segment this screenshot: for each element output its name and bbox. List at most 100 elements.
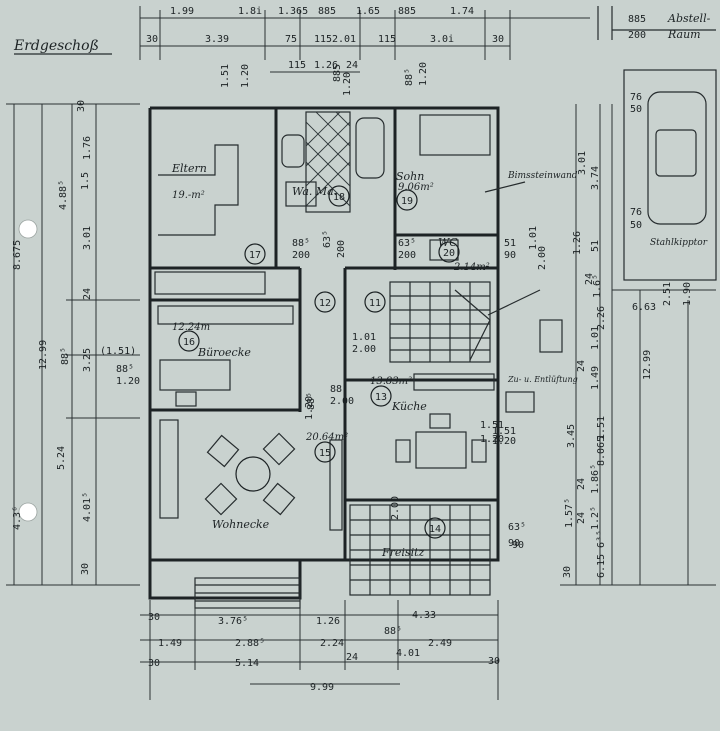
room-number-freisitz: 14 — [429, 524, 441, 535]
room-area-diele: 20.64m² — [305, 432, 348, 443]
right-dim-label: 1.01 — [528, 226, 539, 250]
inner-dim-label: 1.20 — [480, 434, 504, 445]
right-dim-label: 90 — [512, 540, 524, 551]
right-dim-label: 30 — [562, 566, 573, 578]
vent-box — [505, 391, 535, 413]
bottom-dim-label: 88⁵ — [384, 626, 402, 637]
left-dim-label: 12.99 — [38, 340, 49, 370]
right-dim-label: 1.86⁵ — [590, 464, 601, 494]
bathroom-tiles — [281, 111, 385, 213]
sideboard — [329, 439, 343, 531]
top-dim-label: 1.26 — [314, 60, 338, 71]
kitchen-table — [395, 413, 487, 469]
right-dim-label: 1.6⁵ — [592, 274, 603, 298]
right-dim-label: 1.49 — [590, 366, 601, 390]
right-dim-label: 8.065 — [596, 436, 607, 466]
wall-note-1: Bimssteinwand — [507, 171, 578, 181]
room-number-circle — [244, 243, 266, 265]
staircase — [389, 281, 491, 363]
room-name-bad: Wa. Ma. — [292, 185, 337, 198]
sofa — [159, 419, 179, 519]
bottom-dim-label: 2.24 — [320, 638, 344, 649]
bottom-dim-label: 30 — [488, 656, 500, 667]
right-dim-label: 24 — [584, 273, 595, 285]
punch-hole-bottom — [18, 502, 38, 522]
left-dim-label: 5.24 — [56, 446, 67, 470]
left-dim-label: 88⁵ — [60, 347, 71, 365]
right-dim-label: 50 — [630, 104, 642, 115]
storage-dim-2: 200 — [628, 30, 646, 41]
bed — [158, 144, 239, 236]
right-dim-label: 1.57⁵ — [564, 498, 575, 528]
right-dim-label: 24 — [576, 360, 587, 372]
left-dim-label: 4.88⁵ — [58, 180, 69, 210]
top-dim-label: 115 — [378, 34, 396, 45]
inner-dim-label: 200 — [398, 250, 416, 261]
room-number-circle — [328, 185, 350, 207]
room-number-sohn: 19 — [401, 196, 413, 207]
top-dim-label: 1.51 — [220, 64, 231, 88]
room-name-eltern: Eltern — [171, 162, 207, 175]
carport — [623, 69, 717, 281]
room-area-eltern: 19.-m² — [172, 190, 205, 201]
top-dim-label: 24 — [346, 60, 358, 71]
inner-dim-label: 88⁵ — [292, 238, 310, 249]
sohn-desk — [419, 114, 491, 156]
left-dim-label: 1.5 — [80, 172, 91, 190]
right-dim-label: 6.15 — [596, 554, 607, 578]
bottom-dimension-chain — [140, 600, 499, 700]
room-number-kueche: 13 — [375, 392, 387, 403]
room-number-treppe: 11 — [369, 298, 381, 309]
top-dim-label: 1.20 — [240, 64, 251, 88]
dining-table — [204, 432, 296, 516]
room-name-sohn: Sohn — [396, 170, 424, 183]
room-number-wc: 20 — [443, 248, 455, 259]
right-dim-label: 2.51 — [662, 282, 673, 306]
bottom-dim-label: 30 — [148, 612, 160, 623]
top-dim-label: 885 — [332, 64, 343, 82]
bottom-dim-label: 3.76⁵ — [218, 616, 248, 627]
entrance-steps — [194, 577, 301, 609]
top-dim-label: 88⁵ — [404, 68, 415, 86]
inner-dim-label: 200 — [336, 240, 347, 258]
bottom-dim-label: 30 — [148, 658, 160, 669]
left-dimension-chain — [6, 103, 140, 586]
right-dim-label: 1.51 — [492, 426, 516, 437]
bottom-dim-label: 4.01 — [396, 648, 420, 659]
inner-dim-label: 200 — [292, 250, 310, 261]
left-dim-label: 30 — [76, 100, 87, 112]
top-dim-label: 1.99 — [170, 6, 194, 17]
desk — [157, 305, 294, 407]
room-name-kueche: Küche — [391, 400, 427, 413]
room-number-circle — [314, 441, 336, 463]
room-area-kueche: 13.83m² — [370, 376, 412, 387]
right-dim-label: 24 — [576, 478, 587, 490]
left-dim-label: 1.20 — [116, 376, 140, 387]
terrace-tiles — [349, 504, 491, 596]
inner-dim-label: 2.00 — [390, 496, 401, 520]
room-number-diele: 15 — [319, 448, 331, 459]
room-number-circle — [364, 291, 386, 313]
inner-dim-label: 1.01 — [352, 332, 376, 343]
inner-dim-label: 2.00 — [330, 396, 354, 407]
top-dim-label: 30 — [492, 34, 504, 45]
right-dim-label: 1.26 — [572, 231, 583, 255]
room-number-buero: 16 — [183, 337, 195, 348]
right-dim-label: 6.63 — [632, 302, 656, 313]
top-dim-label: 1.20 — [418, 62, 429, 86]
room-number-circle — [314, 291, 336, 313]
room-number-circle — [396, 189, 418, 211]
room-number-flur: 12 — [319, 298, 331, 309]
inner-dim-label: 88⁵ — [330, 384, 348, 395]
punch-hole-top — [18, 219, 38, 239]
right-dim-label: 2.26 — [596, 306, 607, 330]
top-dim-label: 2.01 — [332, 34, 356, 45]
bottom-dim-label: 24 — [346, 652, 358, 663]
right-dim-label: 3.45 — [566, 424, 577, 448]
top-dim-label: 3.39 — [205, 34, 229, 45]
